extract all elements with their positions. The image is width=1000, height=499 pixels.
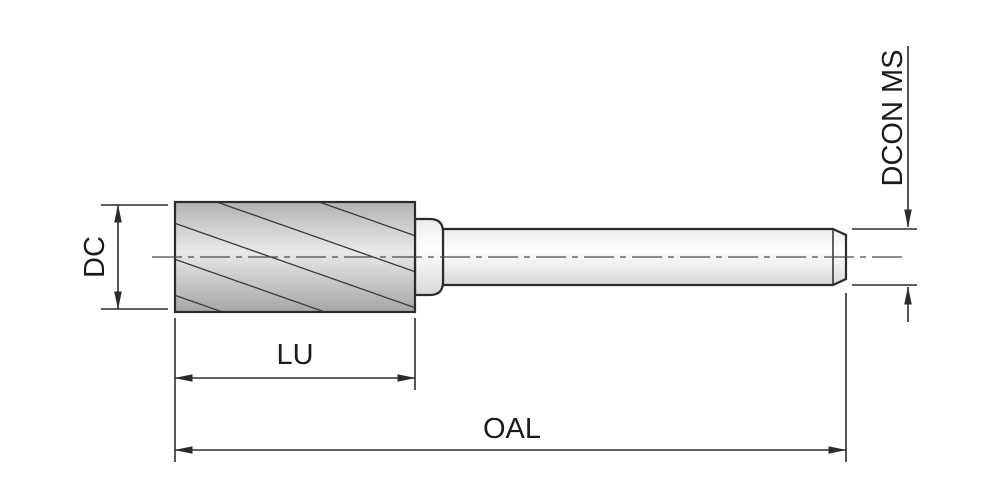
- flute-line: [176, 258, 324, 311]
- flute-line: [176, 294, 222, 311]
- dcon-dimension: DCON MS: [852, 46, 917, 322]
- flute-line: [176, 222, 414, 309]
- flute-line: [320, 203, 414, 237]
- lu-label: LU: [276, 339, 313, 371]
- oal-dimension: OAL: [174, 293, 847, 462]
- oal-label: OAL: [483, 413, 541, 445]
- flute-line: [217, 203, 414, 273]
- dc-label: DC: [79, 236, 111, 278]
- dcon-label: DCON MS: [877, 50, 909, 187]
- lu-dimension: LU: [174, 318, 416, 462]
- tool-body: [160, 110, 848, 314]
- flute-lines: [160, 110, 430, 311]
- dc-dimension: DC: [79, 204, 168, 310]
- flute-line: [160, 110, 430, 205]
